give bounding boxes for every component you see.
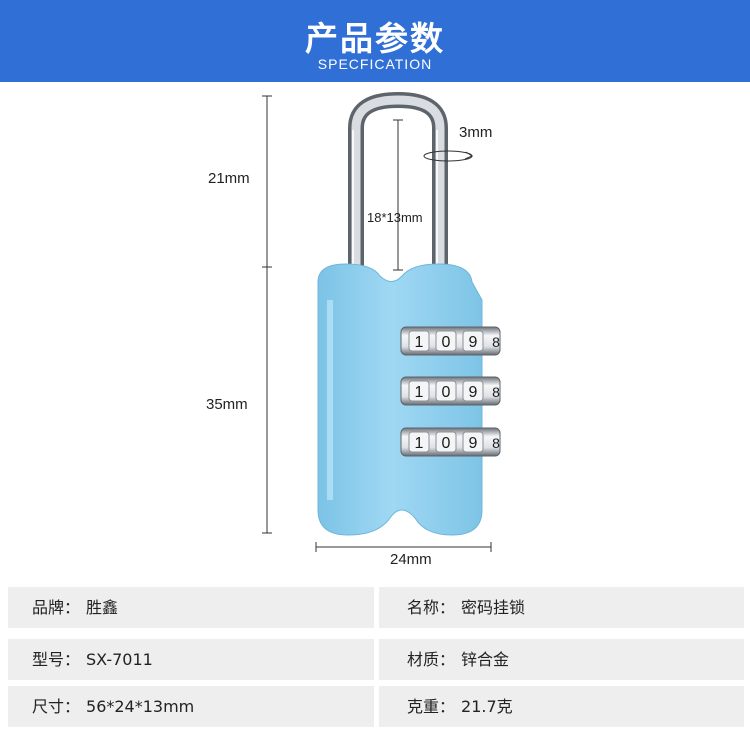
dial-3-digit-2: 0 xyxy=(442,435,451,452)
shackle-inner-label: 18*13mm xyxy=(367,210,423,225)
spec-label: 型号： xyxy=(32,650,81,669)
page-subtitle: SPECFICATION xyxy=(317,56,433,72)
dial-2-digit-3: 9 xyxy=(469,384,478,401)
dial-3-digit-3: 9 xyxy=(469,435,478,452)
dial-row-1: 1 0 9 8 xyxy=(400,326,501,356)
spec-value: SX-7011 xyxy=(86,650,153,669)
dial-1-digit-4: 8 xyxy=(492,334,500,350)
dial-row-2: 1 0 9 8 xyxy=(400,376,501,406)
inner-shackle-dimension-line xyxy=(393,119,403,271)
dial-3-digit-4: 8 xyxy=(492,435,500,451)
dial-1-digit-3: 9 xyxy=(469,334,478,351)
spec-cell-brand: 品牌： 胜鑫 xyxy=(8,587,374,628)
width-label: 24mm xyxy=(390,551,432,568)
header-banner: 产品参数 SPECFICATION xyxy=(0,0,750,82)
spec-value: 56*24*13mm xyxy=(86,697,195,716)
spec-value: 胜鑫 xyxy=(86,598,119,617)
spec-label: 克重： xyxy=(407,697,456,716)
dial-3-digit-1: 1 xyxy=(415,435,424,452)
shackle xyxy=(348,91,448,272)
spec-row: 品牌： 胜鑫 名称： 密码挂锁 xyxy=(8,587,744,628)
spec-cell-material: 材质： 锌合金 xyxy=(379,639,744,680)
height-dimension-line xyxy=(262,95,272,534)
shackle-height-label: 21mm xyxy=(208,170,250,187)
spec-cell-size: 尺寸： 56*24*13mm xyxy=(8,686,374,727)
shackle-diameter-label: 3mm xyxy=(459,124,493,141)
spec-label: 材质： xyxy=(407,650,456,669)
spec-row: 型号： SX-7011 材质： 锌合金 xyxy=(8,639,744,680)
product-dimension-figure: 1 0 9 8 1 0 9 8 1 0 9 8 xyxy=(0,82,750,582)
width-dimension-line xyxy=(315,542,492,552)
spec-row: 尺寸： 56*24*13mm 克重： 21.7克 xyxy=(8,686,744,727)
padlock-illustration: 1 0 9 8 1 0 9 8 1 0 9 8 xyxy=(262,91,501,552)
body-height-label: 35mm xyxy=(206,396,248,413)
spec-label: 尺寸： xyxy=(32,697,81,716)
page-title: 产品参数 xyxy=(305,19,445,58)
spec-value: 密码挂锁 xyxy=(461,598,526,617)
spec-value: 21.7克 xyxy=(461,697,513,716)
dial-2-digit-4: 8 xyxy=(492,384,500,400)
spec-cell-weight: 克重： 21.7克 xyxy=(379,686,744,727)
dial-2-digit-1: 1 xyxy=(415,384,424,401)
spec-label: 品牌： xyxy=(32,598,81,617)
spec-cell-model: 型号： SX-7011 xyxy=(8,639,374,680)
dial-2-digit-2: 0 xyxy=(442,384,451,401)
dial-1-digit-2: 0 xyxy=(442,334,451,351)
spec-cell-name: 名称： 密码挂锁 xyxy=(379,587,744,628)
dial-1-digit-1: 1 xyxy=(415,334,424,351)
spec-value: 锌合金 xyxy=(461,650,510,669)
dial-row-3: 1 0 9 8 xyxy=(400,427,501,457)
shackle-diameter-indicator xyxy=(423,150,474,162)
spec-label: 名称： xyxy=(407,598,456,617)
